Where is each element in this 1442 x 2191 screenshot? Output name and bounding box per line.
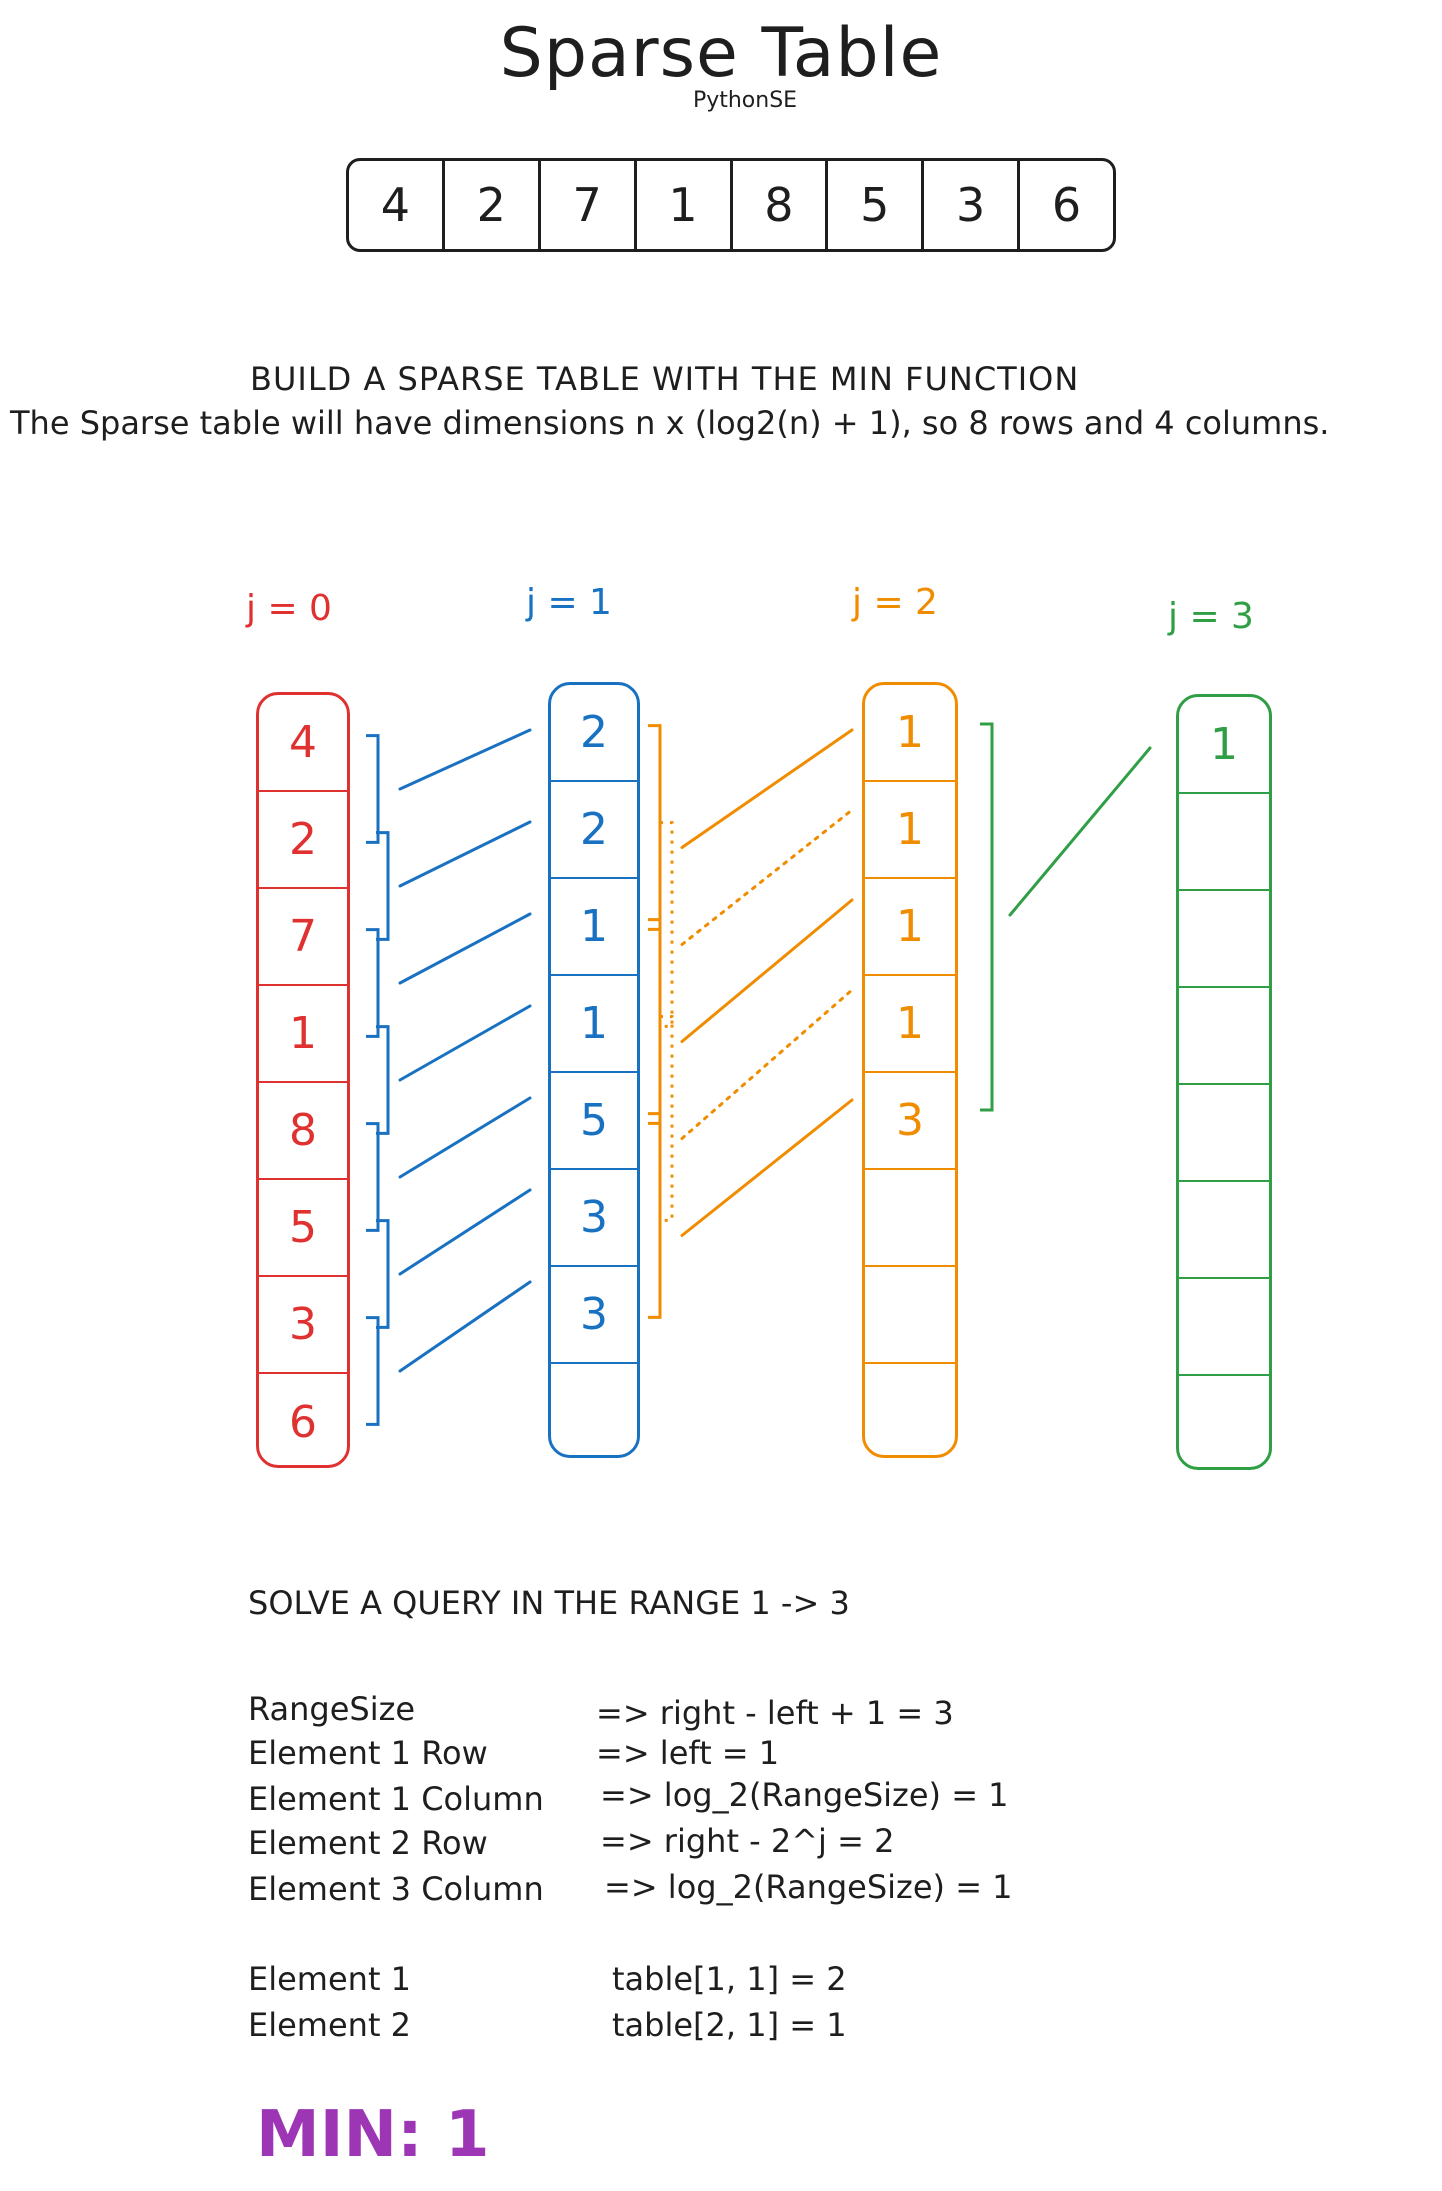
range-bracket (980, 722, 994, 1112)
table-cell: 7 (259, 889, 347, 986)
array-cell: 1 (637, 161, 733, 249)
pair-bracket (376, 1219, 390, 1329)
connector-line (398, 820, 532, 888)
query-value: => right - 2^j = 2 (600, 1822, 895, 1860)
pair-bracket (366, 734, 380, 844)
table-cell (1179, 1085, 1269, 1182)
column-label-j0: j = 0 (246, 588, 332, 629)
connector-line (680, 988, 854, 1140)
input-array: 4 2 7 1 8 5 3 6 (346, 158, 1116, 252)
table-cell: 1 (551, 879, 637, 976)
connector-line (398, 1188, 532, 1276)
table-cell: 6 (289, 1397, 317, 1448)
table-cell (865, 1267, 955, 1364)
connector-line (398, 728, 532, 791)
table-cell: 3 (259, 1277, 347, 1374)
table-cell (1179, 988, 1269, 1085)
range-bracket (660, 1015, 674, 1222)
table-cell: 1 (259, 986, 347, 1083)
element-value: table[2, 1] = 1 (612, 2006, 847, 2044)
build-heading: BUILD A SPARSE TABLE WITH THE MIN FUNCTI… (250, 360, 1080, 398)
query-label: Element 3 Column (248, 1870, 544, 1908)
min-result: MIN: 1 (256, 2098, 490, 2172)
connector-line (680, 728, 854, 849)
table-cell: 8 (259, 1083, 347, 1180)
build-description: The Sparse table will have dimensions n … (10, 404, 1330, 442)
page-subtitle: PythonSE (692, 88, 798, 113)
range-bracket (648, 918, 662, 1125)
query-heading: SOLVE A QUERY IN THE RANGE 1 -> 3 (248, 1584, 850, 1622)
query-value: => log_2(RangeSize) = 1 (600, 1776, 1009, 1814)
pair-bracket (376, 831, 390, 941)
pair-bracket (366, 928, 380, 1038)
table-cell: 5 (551, 1073, 637, 1170)
range-bracket (660, 821, 674, 1028)
table-cell: 2 (259, 792, 347, 889)
table-cell (1179, 891, 1269, 988)
query-label: Element 1 Column (248, 1780, 544, 1818)
array-cell: 8 (733, 161, 829, 249)
column-label-j2: j = 2 (852, 582, 938, 623)
table-cell: 1 (865, 782, 955, 879)
array-cell: 5 (828, 161, 925, 249)
table-cell: 2 (551, 782, 637, 879)
table-cell: 3 (865, 1073, 955, 1170)
connectors-svg (366, 722, 1152, 1426)
page-title: Sparse Table (499, 14, 943, 93)
connector-line (680, 1098, 854, 1237)
query-label: Element 2 Row (248, 1824, 488, 1862)
range-bracket (648, 1112, 662, 1319)
connector-line (680, 898, 854, 1043)
array-cell: 3 (924, 161, 1021, 249)
query-label: RangeSize (248, 1690, 416, 1728)
pair-bracket (376, 1025, 390, 1135)
element-value: table[1, 1] = 2 (612, 1960, 847, 1998)
array-cell: 7 (541, 161, 637, 249)
connector-line (1008, 746, 1152, 917)
table-cell: 1 (1179, 697, 1269, 794)
table-cell: 3 (551, 1267, 637, 1364)
array-cell: 6 (1051, 178, 1082, 232)
table-cell (865, 1170, 955, 1267)
query-value: => log_2(RangeSize) = 1 (604, 1868, 1013, 1906)
query-value: => right - left + 1 = 3 (596, 1694, 954, 1732)
table-cell: 1 (865, 879, 955, 976)
table-cell: 1 (865, 976, 955, 1073)
array-cell: 2 (445, 161, 541, 249)
table-cell (1179, 1279, 1269, 1376)
element-label: Element 1 (248, 1960, 412, 1998)
connector-line (398, 1004, 532, 1082)
connector-line (398, 912, 532, 985)
query-value: => left = 1 (596, 1734, 780, 1772)
table-cell: 5 (259, 1180, 347, 1277)
range-bracket (648, 724, 662, 931)
table-cell: 1 (865, 685, 955, 782)
connector-line (398, 1096, 532, 1179)
query-label: Element 1 Row (248, 1734, 488, 1772)
pair-bracket (366, 1122, 380, 1232)
connector-line (398, 1280, 532, 1373)
element-label: Element 2 (248, 2006, 412, 2044)
table-cell: 3 (551, 1170, 637, 1267)
column-label-j1: j = 1 (526, 582, 612, 623)
table-cell (1179, 794, 1269, 891)
table-cell: 4 (259, 695, 347, 792)
sparse-column-j3: 1 (1176, 694, 1272, 1470)
table-cell: 2 (551, 685, 637, 782)
pair-bracket (366, 1316, 380, 1426)
table-cell (1179, 1182, 1269, 1279)
table-cell: 1 (551, 976, 637, 1073)
array-cell: 4 (349, 161, 445, 249)
column-label-j3: j = 3 (1168, 596, 1254, 637)
connector-line (680, 808, 854, 946)
